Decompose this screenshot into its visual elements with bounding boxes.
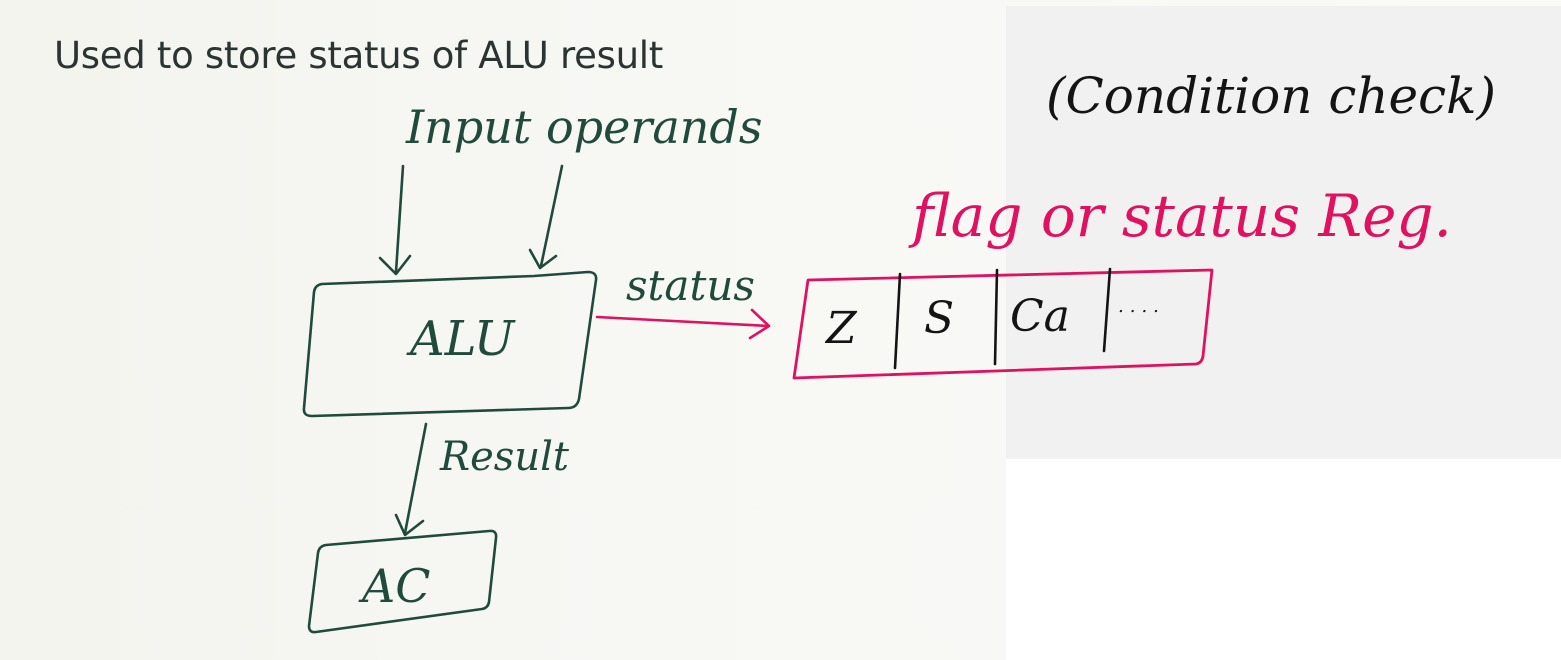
result-arrow xyxy=(394,422,428,537)
input-arrow-left xyxy=(378,164,412,276)
flag-register-box xyxy=(792,268,1214,380)
result-label: Result xyxy=(439,434,570,480)
slide-heading: Used to store status of ALU result xyxy=(54,34,663,77)
white-panel xyxy=(1006,459,1561,660)
flag-register-title: flag or status Reg. xyxy=(908,182,1452,250)
flag-cell-carry: Ca xyxy=(1010,291,1070,342)
status-label: status xyxy=(626,261,755,310)
ac-label: AC xyxy=(358,559,430,613)
grey-panel xyxy=(1006,6,1561,459)
ac-box xyxy=(307,529,498,634)
condition-check-label: (Condition check) xyxy=(1046,67,1496,125)
flag-cell-zero: Z xyxy=(824,303,858,354)
input-operands-label: Input operands xyxy=(405,100,762,154)
flag-register-dividers xyxy=(893,267,1112,370)
flag-cell-sign: S xyxy=(924,293,954,344)
alu-label: ALU xyxy=(406,311,516,367)
flag-cell-more: .... xyxy=(1118,296,1165,317)
alu-box xyxy=(302,270,598,418)
input-arrow-right xyxy=(528,164,564,270)
status-arrow xyxy=(595,308,771,340)
